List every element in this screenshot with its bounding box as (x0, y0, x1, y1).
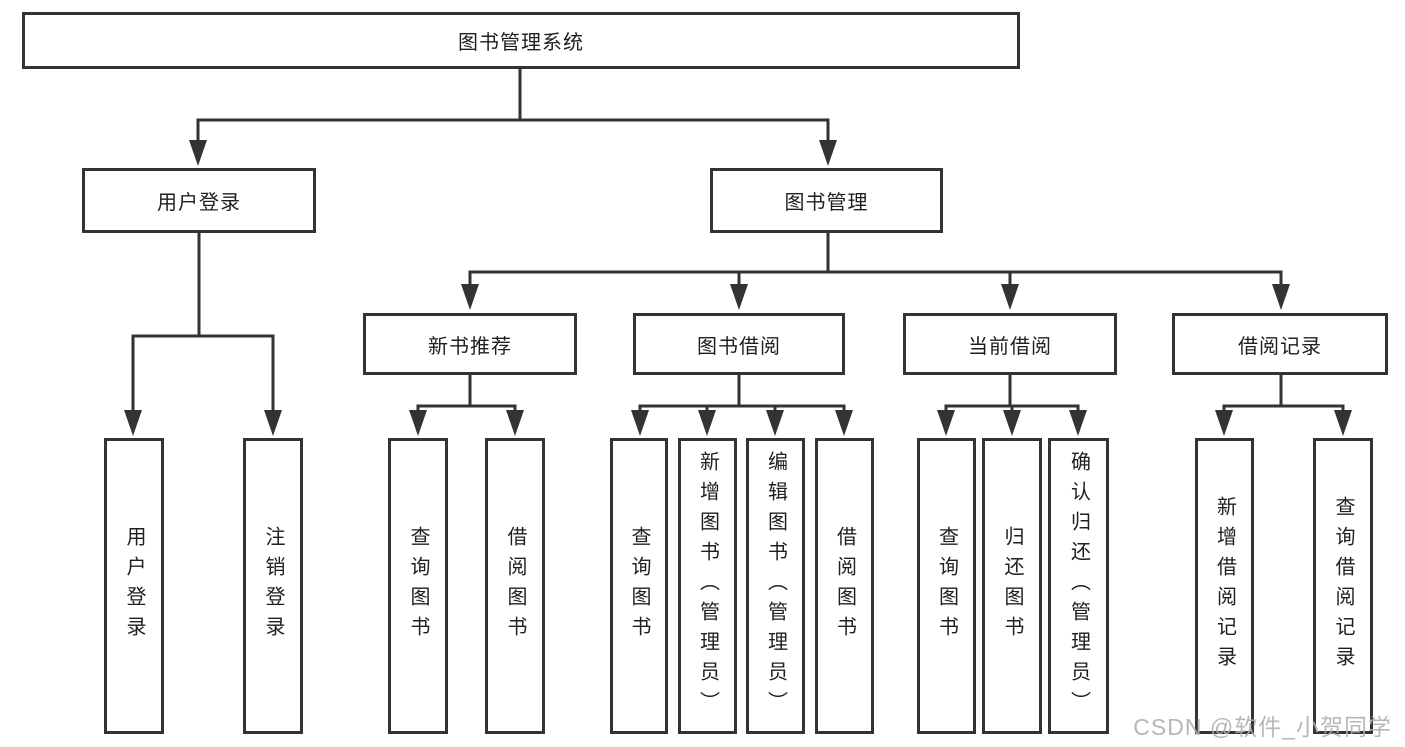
node-user-login: 用户登录 (82, 168, 316, 233)
arrowhead (835, 410, 853, 436)
arrowhead (1215, 410, 1233, 436)
node-borrow-record: 借阅记录 (1172, 313, 1388, 375)
leaf-logout: 注销登录 (243, 438, 303, 734)
arrowhead (409, 410, 427, 436)
connector-root-to-level2 (189, 67, 837, 166)
connector-borrow-record-to-leaves (1215, 373, 1352, 436)
arrowhead (264, 410, 282, 436)
arrowhead (937, 410, 955, 436)
arrowhead (730, 284, 748, 310)
node-current-borrow: 当前借阅 (903, 313, 1117, 375)
arrowhead (766, 410, 784, 436)
arrowhead (506, 410, 524, 436)
arrowhead (189, 140, 207, 166)
connector-current-borrow-to-leaves (937, 373, 1087, 436)
arrowhead (631, 410, 649, 436)
arrowhead (819, 140, 837, 166)
leaf-query-book-1: 查询图书 (388, 438, 448, 734)
leaf-edit-book-admin: 编辑图书（管理员） (746, 438, 805, 734)
arrowhead (1272, 284, 1290, 310)
arrowhead (1069, 410, 1087, 436)
connector-book-borrow-to-leaves (631, 373, 853, 436)
node-book-borrow: 图书借阅 (633, 313, 845, 375)
arrowhead (1001, 284, 1019, 310)
leaf-user-login: 用户登录 (104, 438, 164, 734)
leaf-query-borrow-record: 查询借阅记录 (1313, 438, 1373, 734)
arrowhead (698, 410, 716, 436)
leaf-borrow-book-1: 借阅图书 (485, 438, 545, 734)
arrowhead (1003, 410, 1021, 436)
leaf-add-book-admin: 新增图书（管理员） (678, 438, 737, 734)
node-book-management: 图书管理 (710, 168, 943, 233)
leaf-query-book-2: 查询图书 (610, 438, 668, 734)
leaf-confirm-return-admin: 确认归还（管理员） (1048, 438, 1109, 734)
node-root: 图书管理系统 (22, 12, 1020, 69)
arrowhead (124, 410, 142, 436)
connector-user-login-to-leaves (124, 231, 282, 436)
leaf-return-book: 归还图书 (982, 438, 1042, 734)
node-new-book-recommend: 新书推荐 (363, 313, 577, 375)
leaf-query-book-3: 查询图书 (917, 438, 976, 734)
connector-new-book-recommend-to-leaves (409, 373, 524, 436)
csdn-watermark: CSDN @软件_小贺同学 (1133, 714, 1392, 740)
connector-book-management-to-level3 (461, 231, 1290, 310)
leaf-add-borrow-record: 新增借阅记录 (1195, 438, 1254, 734)
arrowhead (461, 284, 479, 310)
leaf-borrow-book-2: 借阅图书 (815, 438, 874, 734)
arrowhead (1334, 410, 1352, 436)
